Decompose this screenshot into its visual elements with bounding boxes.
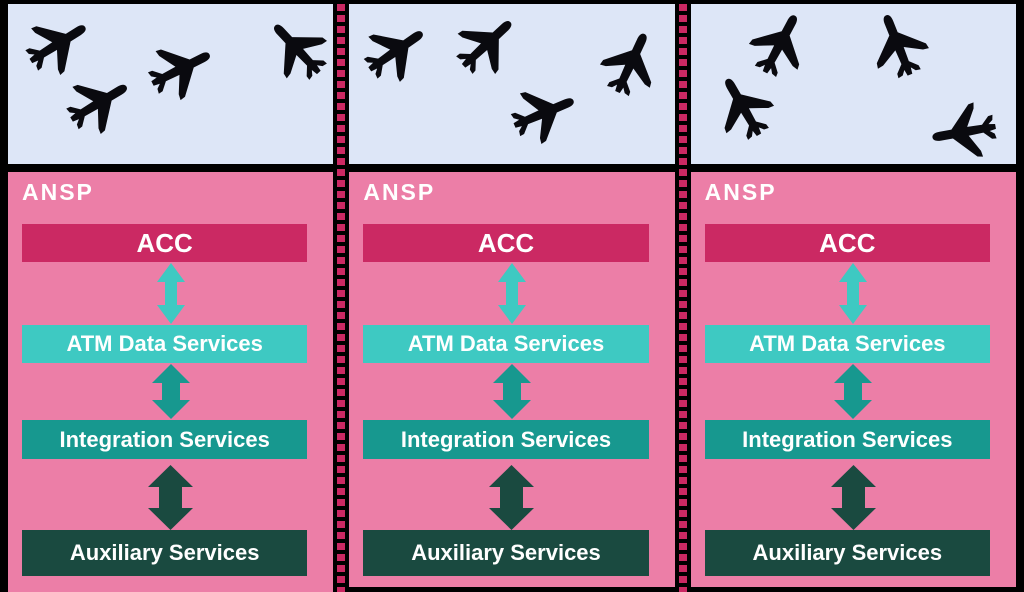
atm-integration-link: [8, 363, 333, 420]
dashed-divider: [337, 4, 346, 592]
integration-services-box: Integration Services: [22, 420, 308, 459]
integration-auxiliary-link: [691, 459, 1016, 530]
double-arrow-icon: [489, 465, 535, 530]
double-arrow-icon: [497, 263, 526, 324]
double-arrow-icon: [156, 263, 185, 324]
airplane-icon: [592, 22, 670, 104]
acc-box: ACC: [363, 224, 649, 262]
airplane-icon: [255, 6, 334, 92]
double-arrow-icon: [148, 465, 194, 530]
integration-auxiliary-link: [8, 459, 333, 530]
atm-data-services-box: ATM Data Services: [22, 325, 308, 363]
airplane-icon: [354, 10, 439, 92]
acc-atm-link: [8, 262, 333, 325]
acc-box: ACC: [704, 224, 990, 262]
auxiliary-services-box: Auxiliary Services: [363, 530, 649, 576]
double-arrow-icon: [151, 364, 190, 419]
airspace-view-3: [690, 4, 1016, 164]
ansp-block: ANSP ACC ATM Data Services Integration S…: [349, 172, 675, 587]
double-arrow-icon: [834, 364, 873, 419]
integration-services-box: Integration Services: [363, 420, 649, 459]
atm-integration-link: [349, 363, 674, 420]
panel-separator: [674, 4, 691, 592]
dashed-divider: [678, 4, 687, 592]
ansp-block: ANSP ACC ATM Data Services Integration S…: [8, 172, 334, 592]
acc-box: ACC: [22, 224, 308, 262]
acc-atm-link: [691, 262, 1016, 325]
acc-atm-link: [349, 262, 674, 325]
double-arrow-icon: [830, 465, 876, 530]
ansp-title: ANSP: [704, 179, 777, 205]
ansp-block: ANSP ACC ATM Data Services Integration S…: [690, 172, 1016, 587]
airspace-view-1: [8, 4, 334, 164]
integration-services-box: Integration Services: [704, 420, 990, 459]
double-arrow-icon: [839, 263, 868, 324]
airplane-icon: [927, 99, 1000, 164]
airplane-icon: [504, 75, 585, 151]
scenario-panel-1: ANSP ACC ATM Data Services Integration S…: [8, 4, 334, 592]
auxiliary-services-box: Auxiliary Services: [22, 530, 308, 576]
panel-separator: [333, 4, 350, 592]
scenario-panel-3: ANSP ACC ATM Data Services Integration S…: [690, 4, 1016, 592]
auxiliary-services-box: Auxiliary Services: [704, 530, 990, 576]
airspace-view-2: [349, 4, 675, 164]
ansp-title: ANSP: [363, 179, 436, 205]
atm-integration-link: [691, 363, 1016, 420]
atm-data-services-box: ATM Data Services: [363, 325, 649, 363]
scenario-panel-2: ANSP ACC ATM Data Services Integration S…: [349, 4, 675, 592]
ansp-title: ANSP: [22, 179, 94, 205]
airplane-icon: [140, 29, 222, 109]
atm-data-services-box: ATM Data Services: [704, 325, 990, 363]
integration-auxiliary-link: [349, 459, 674, 530]
airplane-icon: [445, 4, 530, 86]
double-arrow-icon: [492, 364, 531, 419]
airplane-icon: [860, 5, 936, 85]
